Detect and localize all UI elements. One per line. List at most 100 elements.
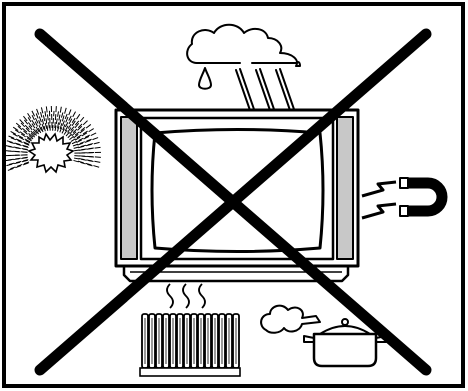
sun-ray [10,137,17,141]
sun-ray [86,138,92,142]
sun-ray [8,146,14,148]
television-icon [114,108,360,283]
sun-ray [80,127,86,132]
sun-ray [12,126,19,131]
sun-ray [79,116,85,123]
sun-ray [61,128,65,134]
sun-ray [93,165,100,168]
sun-ray [31,114,35,121]
sun-ray [8,135,15,139]
sun-ray [82,130,88,135]
sun-ray [15,147,21,150]
sun-ray [79,141,85,145]
tv-left-panel [120,116,138,260]
sun-ray [80,144,87,148]
sun-ray [23,145,29,149]
sun-ray [23,161,30,165]
sun-ray [22,156,28,159]
sun-ray [84,134,91,138]
radiator-fins [141,313,240,369]
sun-ray [87,163,93,167]
rain-drop [198,67,212,90]
sun-ray [76,134,82,139]
sun-ray [22,162,29,166]
sun-ray [8,162,15,165]
sun-ray [40,126,44,133]
sun-ray [73,159,79,163]
sun-ray [71,131,77,137]
sun-ray [83,136,90,140]
sun-ray [81,132,88,137]
sun-ray [42,115,46,122]
sun-ray [72,111,76,118]
sun-ray [22,159,29,162]
sun-ray [67,133,73,139]
sun-icon [5,106,101,174]
sun-ray [31,110,36,117]
sun-ray [44,122,48,129]
sun-ray [88,160,94,162]
sun-ray [35,129,40,135]
sun-ray [17,125,23,131]
sun-ray [7,167,14,171]
sun-ray [15,157,21,160]
sun-ray [8,158,14,161]
cross-out-icon [34,28,432,376]
sun-ray [23,115,28,122]
sun-ray [14,142,21,146]
sun-ray [15,165,22,169]
sun-ray [71,117,76,123]
sun-ray [15,122,22,128]
sun-ray [36,108,40,115]
sun-ray [26,135,32,140]
sun-ray [76,113,81,120]
sun-ray [14,129,20,134]
sun-ray [72,128,78,134]
sun-ray [70,126,75,131]
sun-ray [76,139,82,144]
rain-cloud-icon [186,23,301,117]
sun-ray [26,137,32,142]
sun-ray [35,117,39,124]
sun-ray [73,133,79,139]
sun-ray [67,127,72,133]
sun-ray [48,122,50,129]
sun-ray [74,123,80,129]
sun-ray [68,118,73,125]
sun-ray [71,120,76,127]
sun-ray [79,128,85,134]
sun-ray [22,127,28,133]
sun-ray [57,122,60,129]
sun-ray [72,143,79,147]
sun-ray [25,140,31,144]
sun-ray [22,148,29,151]
sun-ray [6,140,13,143]
sun-ray [38,116,42,123]
sun-ray [77,123,83,129]
sun-ray [20,122,26,128]
radiator-icon [139,283,241,377]
sun-ray [94,146,101,149]
sun-ray [73,157,80,160]
sun-ray [71,140,78,145]
sun-ray [74,149,80,152]
sun-ray [28,133,34,138]
sun-ray [68,109,72,116]
sun-ray [62,124,66,131]
sun-ray [46,114,49,121]
sun-ray [65,116,69,123]
sun-ray [31,119,36,126]
sun-ray [56,126,60,132]
sun-ray [9,141,15,145]
sun-ray [23,130,28,135]
sun-ray [15,160,22,164]
sun-ray [59,123,63,130]
sun-ray [28,135,34,140]
sun-ray [19,131,26,136]
sun-ray [35,113,39,119]
sun-ray [61,120,65,126]
sun-ray [74,131,80,136]
sun-ray [73,146,80,149]
sun-ray [82,120,88,126]
sun-ray [44,111,47,117]
